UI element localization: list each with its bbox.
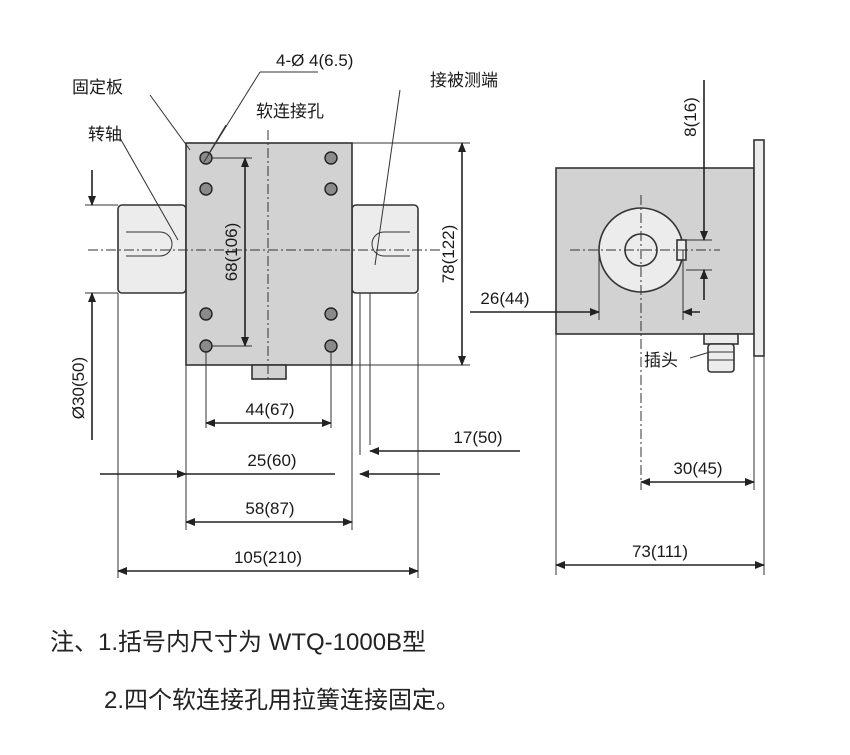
dim-105-210: 105(210) — [234, 548, 302, 567]
dim-dia30-50: Ø30(50) — [69, 357, 88, 419]
fixed-plate-body — [185, 142, 353, 366]
dim-78-122: 78(122) — [439, 225, 458, 284]
mounting-holes — [199, 151, 338, 353]
dim-30-45: 30(45) — [673, 459, 722, 478]
dim-26-44: 26(44) — [480, 289, 529, 308]
dim-44-67: 44(67) — [245, 400, 294, 419]
side-view — [470, 80, 765, 575]
label-holes: 4-Ø 4(6.5) — [276, 51, 353, 70]
side-flange — [753, 139, 765, 357]
dim-8-16: 8(16) — [681, 97, 700, 137]
dim-58-87: 58(87) — [245, 499, 294, 518]
dim-73-111: 73(111) — [632, 542, 688, 561]
dim-25-60: 25(60) — [247, 451, 296, 470]
dim-17-50: 17(50) — [453, 428, 502, 447]
label-pivot: 转轴 — [88, 125, 122, 144]
label-terminal: 接被测端 — [430, 71, 498, 90]
bottom-connector — [251, 364, 287, 380]
right-shaft — [351, 204, 419, 294]
front-view — [85, 71, 520, 578]
label-soft-holes: 软连接孔 — [256, 102, 324, 121]
dim-68-106: 68(106) — [222, 223, 241, 282]
left-shaft — [117, 204, 187, 294]
label-plug: 插头 — [644, 351, 678, 370]
label-fixed-plate: 固定板 — [72, 78, 123, 97]
plug-connector — [703, 333, 739, 373]
